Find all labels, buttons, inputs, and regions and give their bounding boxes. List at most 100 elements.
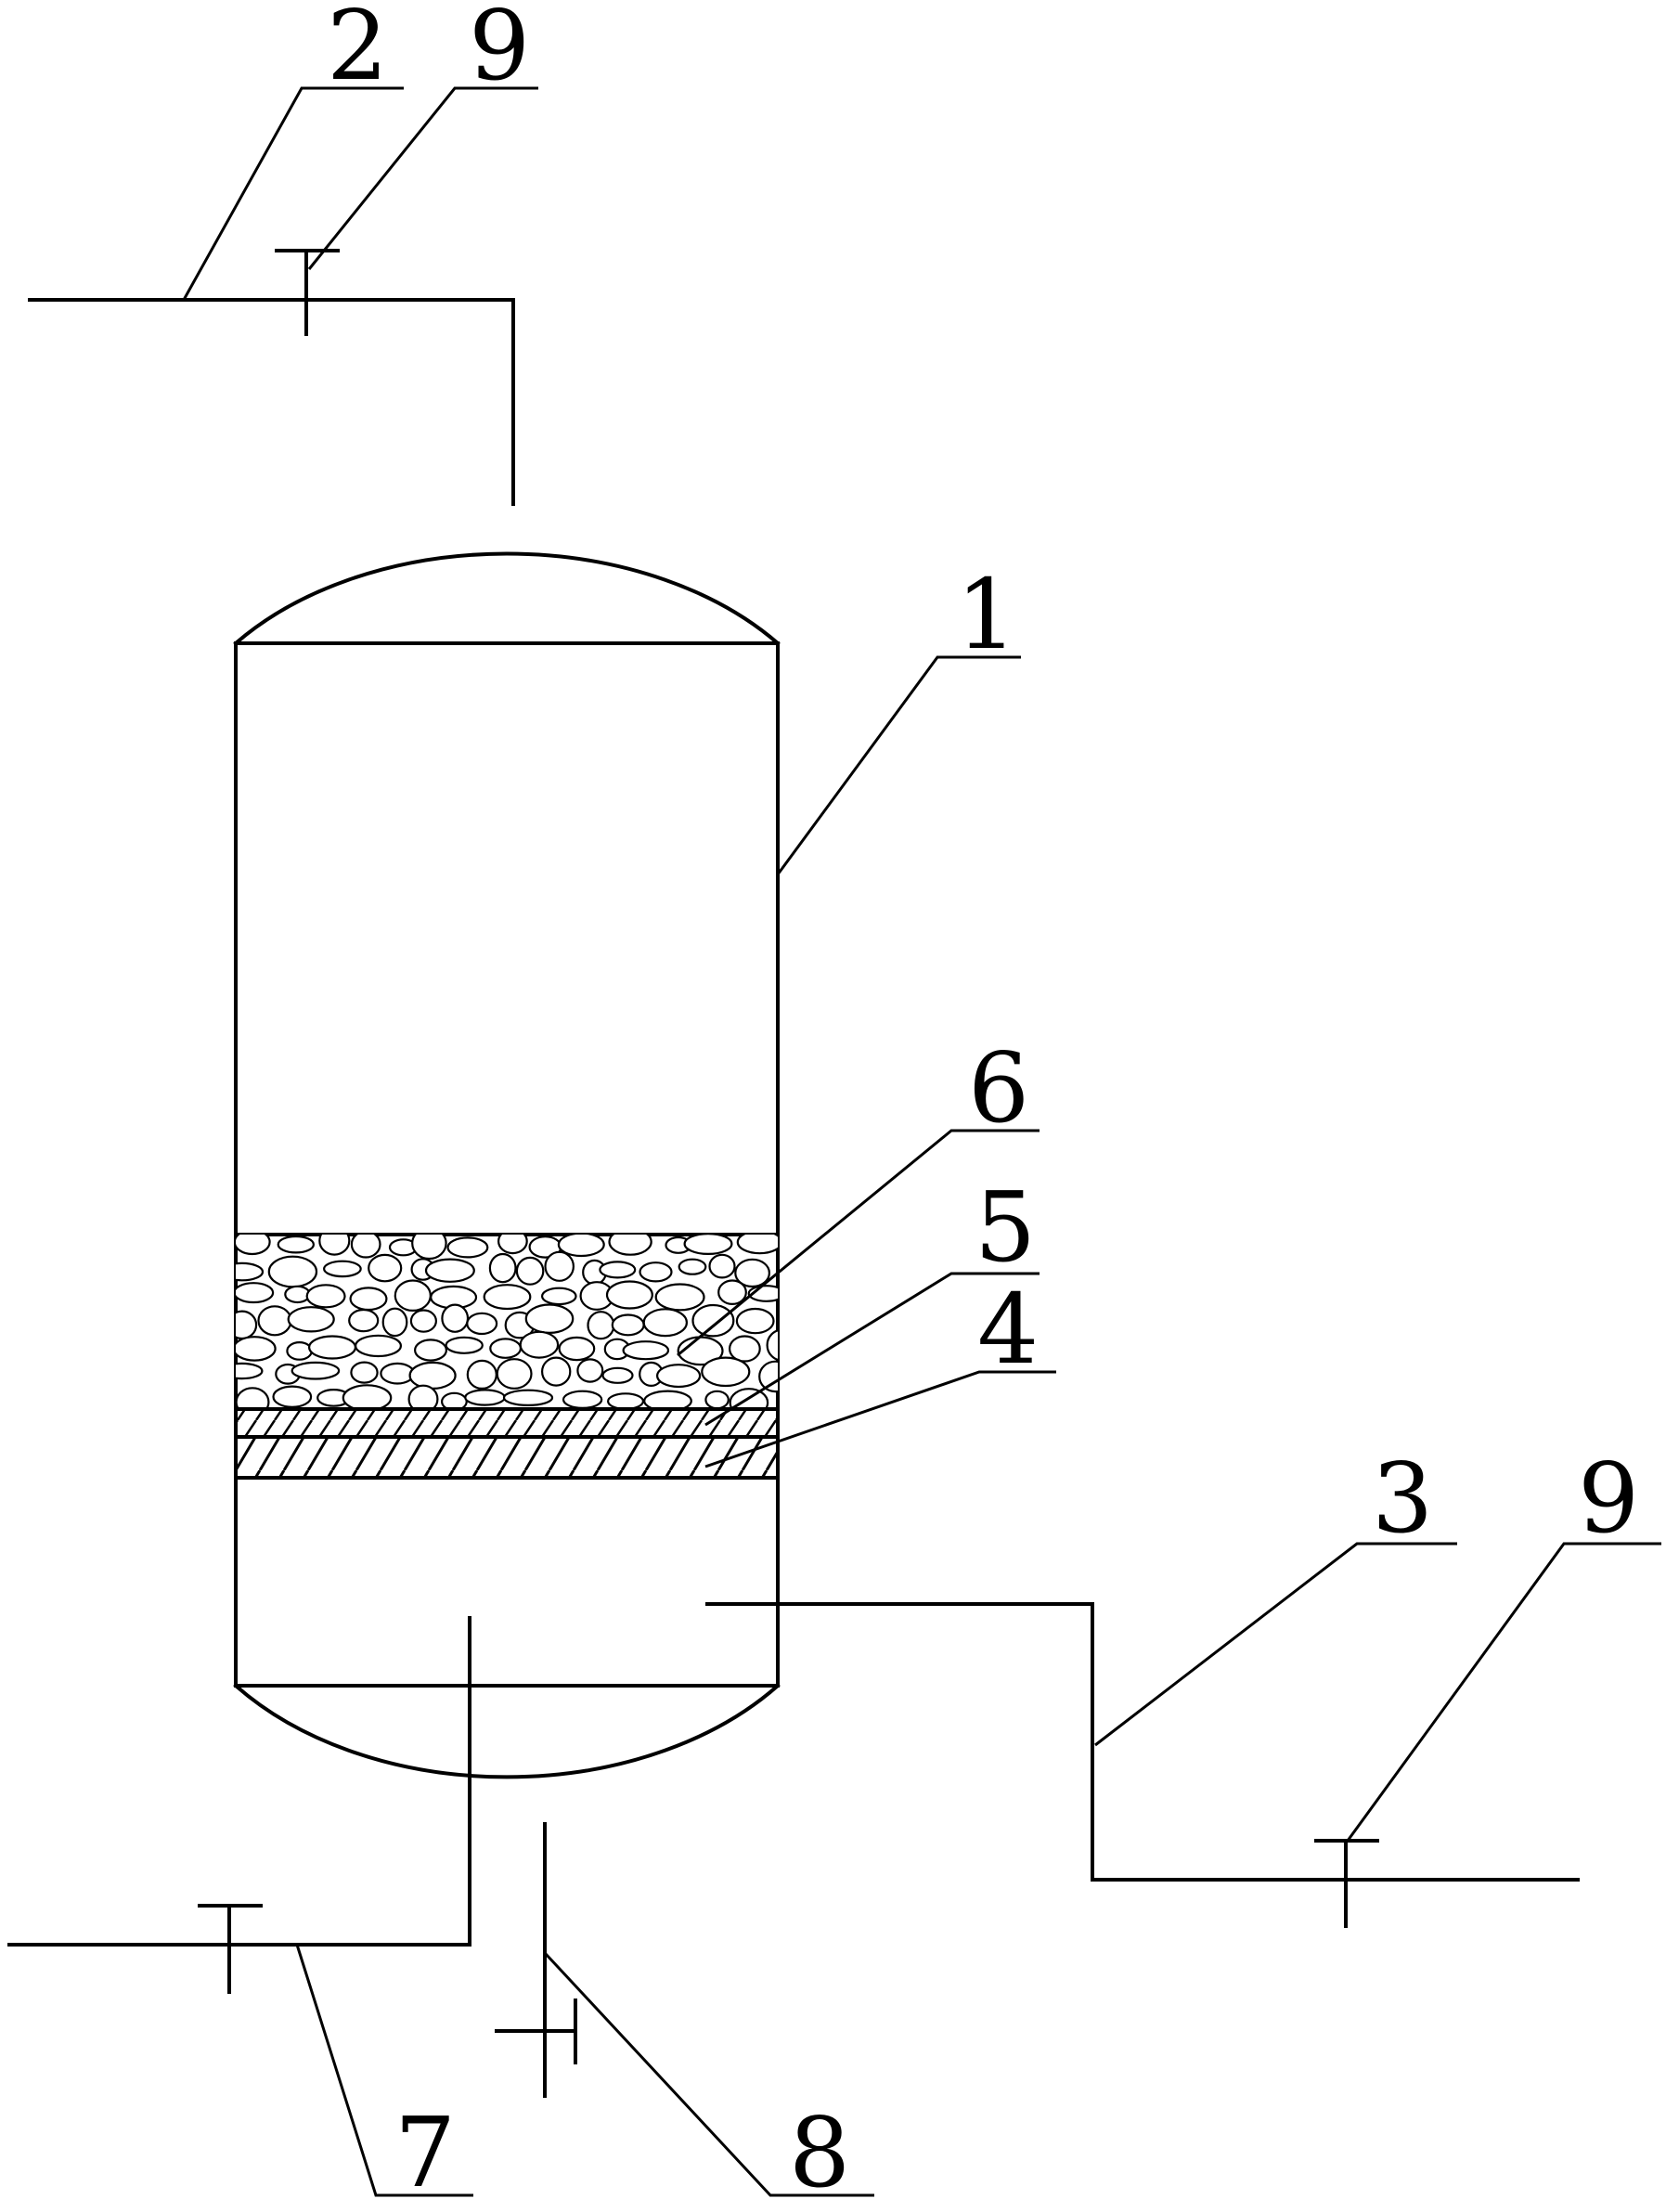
pebble — [355, 1334, 403, 1358]
pebble — [348, 1308, 380, 1333]
vessel-bottom-head — [233, 1683, 781, 1779]
pebble — [605, 1280, 653, 1310]
pebble — [622, 1340, 670, 1361]
pebble — [639, 1261, 673, 1283]
leader-7 — [295, 1944, 473, 2197]
vessel-top-head — [233, 551, 781, 646]
pebble — [540, 1287, 577, 1306]
pebble — [611, 1313, 645, 1337]
pebble — [488, 1252, 517, 1284]
label-valve-top: 9 — [469, 0, 530, 102]
pebble — [349, 1287, 388, 1312]
pebble — [642, 1308, 689, 1338]
pebble — [655, 1364, 702, 1389]
leader-4 — [704, 1370, 1056, 1468]
pebble — [608, 1235, 652, 1256]
pebble — [736, 1235, 778, 1255]
pebble — [497, 1235, 528, 1255]
pebble — [414, 1339, 448, 1362]
pebble — [342, 1384, 393, 1409]
label-support-plate: 4 — [977, 1273, 1039, 1386]
leader-3 — [1094, 1542, 1457, 1747]
pebble — [466, 1359, 497, 1391]
leader-8 — [544, 1952, 874, 2197]
pebble — [284, 1285, 311, 1304]
pebble — [368, 1253, 403, 1283]
pebble — [683, 1235, 733, 1255]
pebble — [409, 1309, 437, 1333]
pebble — [557, 1235, 605, 1258]
leader-lines — [182, 86, 1661, 2197]
pebble — [411, 1235, 447, 1261]
pebble — [654, 1283, 705, 1312]
pebble — [380, 1362, 416, 1385]
leader-9-top — [307, 86, 538, 270]
leader-1 — [776, 655, 1021, 875]
pebble — [350, 1235, 381, 1259]
label-drain-pipe: 8 — [789, 2096, 850, 2209]
pebble — [408, 1361, 457, 1391]
pebble — [587, 1311, 615, 1340]
pebble — [350, 1361, 379, 1384]
pebble — [407, 1384, 439, 1409]
pebble — [236, 1362, 264, 1380]
pebble — [489, 1338, 522, 1359]
label-packing-layer: 6 — [968, 1031, 1029, 1145]
pebble — [496, 1358, 533, 1390]
leader-9-right — [1346, 1542, 1661, 1842]
label-bottom-left-pipe: 7 — [394, 2096, 456, 2209]
pebble — [446, 1236, 489, 1259]
pebble — [272, 1385, 313, 1408]
pebble — [734, 1258, 770, 1288]
pebble — [601, 1366, 634, 1384]
valve-drain — [495, 1999, 577, 2064]
label-vessel: 1 — [956, 558, 1017, 671]
pebble — [394, 1279, 432, 1313]
pebble — [678, 1258, 707, 1275]
pebble — [277, 1235, 315, 1254]
leader-6 — [677, 1129, 1040, 1357]
pebble — [236, 1336, 277, 1362]
pebble — [544, 1250, 575, 1282]
pebble — [308, 1335, 357, 1360]
pebble — [701, 1356, 751, 1388]
pebble — [236, 1261, 265, 1282]
pebble — [524, 1303, 575, 1334]
label-inlet-pipe: 2 — [327, 0, 388, 102]
pebble — [464, 1389, 506, 1406]
label-mesh-layer: 5 — [975, 1171, 1036, 1284]
pebble — [576, 1358, 604, 1383]
pebble — [735, 1307, 775, 1335]
pebble — [236, 1310, 258, 1340]
pebble — [441, 1391, 468, 1409]
pebble — [466, 1312, 498, 1336]
pebble — [519, 1330, 560, 1359]
packing-layer — [234, 1233, 780, 1411]
pebble — [424, 1258, 475, 1283]
valve-bottom-left — [198, 1904, 263, 1994]
pebble — [599, 1261, 637, 1279]
pebble — [236, 1235, 271, 1256]
pebble — [318, 1235, 351, 1256]
pebble — [323, 1260, 362, 1278]
pebble — [236, 1387, 270, 1409]
pebble — [717, 1279, 747, 1305]
pebble — [236, 1282, 275, 1304]
pebble — [704, 1390, 730, 1409]
pebble — [708, 1253, 736, 1279]
leader-2 — [182, 86, 404, 301]
label-valve-right: 9 — [1578, 1442, 1639, 1555]
inlet-pipe — [28, 298, 515, 506]
pebble — [502, 1389, 554, 1407]
valve-right — [1314, 1839, 1379, 1928]
pebble — [562, 1390, 603, 1409]
pebble — [267, 1255, 318, 1288]
mesh-layer — [234, 1407, 780, 1439]
packing-pebbles — [236, 1235, 778, 1409]
pebble — [287, 1306, 335, 1333]
pebble — [381, 1307, 408, 1338]
pebble — [541, 1356, 572, 1387]
pebble — [445, 1336, 484, 1354]
leader-5 — [704, 1272, 1040, 1427]
